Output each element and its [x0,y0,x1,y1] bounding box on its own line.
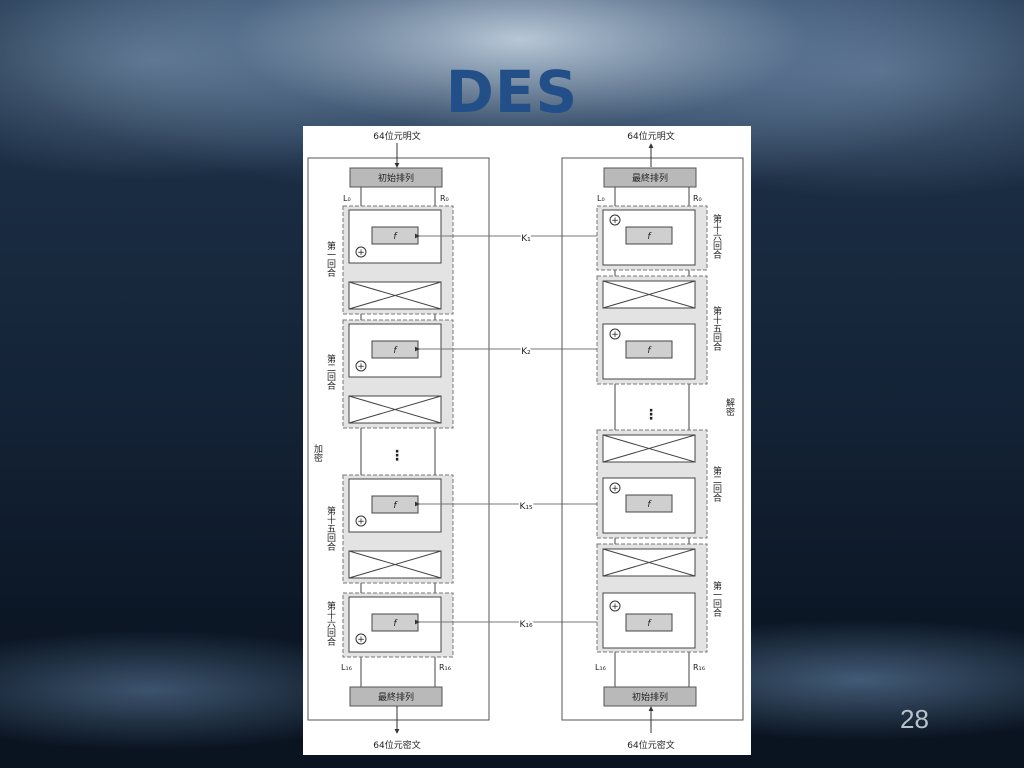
encrypt-round-label-15: 第十五回合 [325,505,336,552]
decrypt-output-label: 64位元明文 [627,130,674,142]
f-function-label: f [647,619,652,629]
f-function-box [625,494,673,513]
xor-icon [355,633,367,645]
xor-plus-icon: + [357,517,365,527]
f-function-label: f [393,232,398,242]
decrypt-round-label-2: 第二回合 [711,465,722,503]
encrypt-output-label: 64位元密文 [373,739,420,751]
f-function-box [625,340,673,359]
key-label-2: K₂ [521,347,531,357]
key-label-16: K₁₆ [519,620,533,630]
f-function-box [625,613,673,632]
xor-plus-icon: + [611,484,619,494]
xor-icon [355,246,367,258]
xor-plus-icon: + [357,635,365,645]
f-function-label: f [647,232,652,242]
xor-icon [609,328,621,340]
swap-cross-line [602,548,696,577]
decrypt-outer-frame [561,157,744,721]
des-diagram-panel: 64位元明文 初始排列 L₀ R₀ f + 第一回合 f + 第二回合 加密 ⋮ [303,126,751,755]
swap-cross-line [348,395,442,424]
decrypt-round-label-16: 第十六回合 [711,213,722,260]
swap-cross-line [602,280,696,309]
decrypt-round-label-1: 第一回合 [711,580,722,618]
subkey-lines: K₁ K₂ K₁₅ K₁₆ [414,233,603,632]
xor-icon [609,600,621,612]
f-function-box [625,226,673,245]
encrypt-ellipsis: ⋮ [390,448,404,464]
decrypt-input-label: 64位元密文 [627,739,674,751]
decrypt-initial-permutation-label: 初始排列 [632,691,668,703]
encrypt-round-label-16: 第十六回合 [325,600,336,647]
encrypt-R16-label: R₁₆ [439,663,451,672]
encrypt-side-label: 加密 [312,444,323,463]
slide-title: DES [445,58,579,126]
decrypt-L16-label: L₁₆ [595,663,606,672]
f-function-label: f [647,346,652,356]
encrypt-outer-frame [307,157,490,721]
swap-cross-line [348,281,442,310]
decrypt-final-permutation-label: 最終排列 [632,172,668,184]
decrypt-ellipsis: ⋮ [644,407,658,423]
encrypt-L0-label: L₀ [343,194,351,203]
xor-icon [355,515,367,527]
xor-plus-icon: + [611,330,619,340]
key-label-15: K₁₅ [519,502,533,512]
xor-icon [609,214,621,226]
xor-plus-icon: + [611,602,619,612]
decrypt-R16-label: R₁₆ [693,663,705,672]
xor-plus-icon: + [357,248,365,258]
encrypt-L16-label: L₁₆ [341,663,352,672]
initial-permutation-label: 初始排列 [378,172,414,184]
xor-plus-icon: + [357,362,365,372]
initial-permutation-box [349,167,443,188]
decrypt-R0-label: R₀ [693,194,702,203]
decrypt-side-label: 解密 [724,397,735,417]
decrypt-L0-label: L₀ [597,194,605,203]
swap-cross-line [348,550,442,579]
encrypt-round-label-2: 第二回合 [325,353,336,391]
encrypt-round-label-1: 第一回合 [325,240,336,278]
f-function-label: f [647,500,652,510]
swap-cross-line [602,434,696,463]
decryption-side: 64位元明文 最終排列 L₀ R₀ f + 第十六回合 f + 第十五回合 ⋮ … [561,130,744,751]
f-function-label: f [393,346,398,356]
xor-plus-icon: + [611,216,619,226]
encrypt-R0-label: R₀ [440,194,449,203]
encrypt-input-label: 64位元明文 [373,130,420,142]
decrypt-round-label-15: 第十五回合 [711,305,722,352]
f-function-label: f [393,501,398,511]
xor-icon [609,482,621,494]
decrypt-final-permutation-box [603,167,697,188]
slide-page-number: 28 [900,704,929,734]
decrypt-initial-permutation-box [603,686,697,707]
xor-icon [355,360,367,372]
encryption-side: 64位元明文 初始排列 L₀ R₀ f + 第一回合 f + 第二回合 加密 ⋮ [307,130,490,751]
f-function-label: f [393,619,398,629]
des-diagram: 64位元明文 初始排列 L₀ R₀ f + 第一回合 f + 第二回合 加密 ⋮ [307,130,744,751]
key-label-1: K₁ [521,234,531,244]
final-permutation-label: 最終排列 [378,691,414,703]
final-permutation-box [349,686,443,707]
